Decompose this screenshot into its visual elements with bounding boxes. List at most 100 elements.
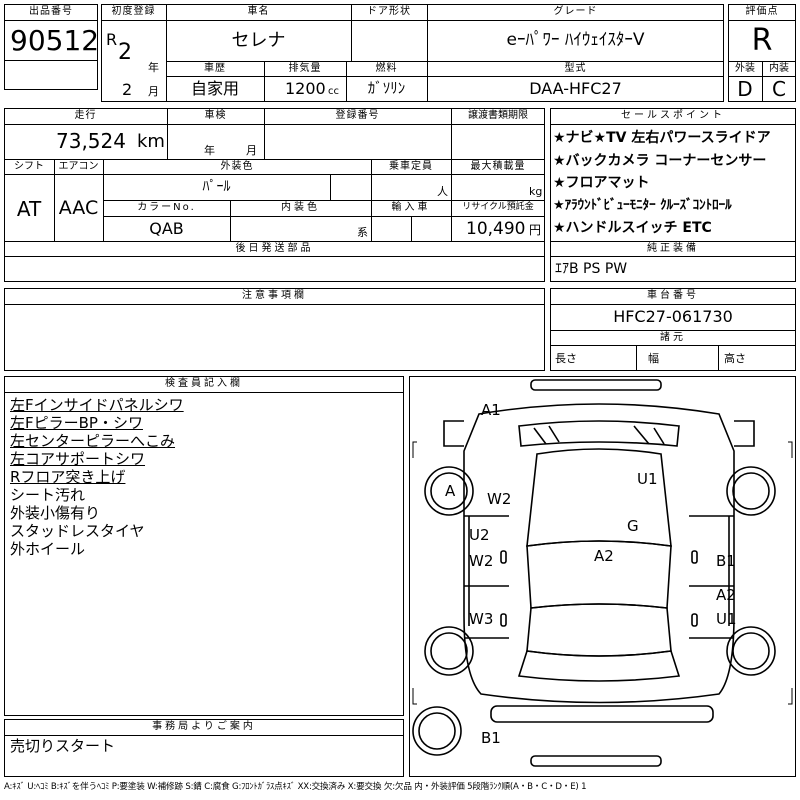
lot-number-label: 出品番号 (29, 6, 73, 17)
mileage-unit: km (137, 131, 165, 152)
inspection-label: 車検 (204, 110, 227, 121)
fuel-value: ｶﾞｿﾘﾝ (367, 79, 406, 97)
length-label: 長さ (555, 352, 577, 365)
car-diagram: A1 A W2 U1 G U2 W2 A2 B1 W3 A2 U1 B1 (412, 379, 793, 767)
sales-point-3: ★フロアマット (553, 175, 650, 191)
interior-score-label: 内装 (769, 63, 789, 74)
aircon-label: エアコン (58, 161, 99, 172)
detail-box (4, 108, 545, 282)
exterior-score-label: 外装 (735, 63, 755, 74)
dimensions-label: 諸元 (660, 332, 686, 343)
car-name-value: セレナ (231, 30, 286, 51)
score-value: R (751, 23, 773, 58)
inspector-remark: Rフロア突き上げ (10, 468, 126, 486)
inspector-remark: 外ホイール (10, 540, 86, 558)
fuel-label: 燃料 (375, 63, 398, 74)
inspector-remark: スタッドレスタイヤ (10, 522, 145, 540)
first-reg-label: 初度登録 (111, 6, 156, 17)
int-color-suffix: 系 (357, 226, 368, 239)
transfer-deadline-label: 譲渡書類期限 (468, 110, 528, 121)
inspector-remark: 外装小傷有り (10, 504, 101, 522)
era-value: R (106, 30, 118, 49)
mileage-label: 走行 (74, 110, 97, 121)
mark-w3-left: W3 (469, 610, 493, 628)
model-code-value: DAA-HFC27 (529, 79, 622, 98)
sales-point-4: ★ｱﾗｳﾝﾄﾞﾋﾞｭｰﾓﾆﾀｰ ｸﾙｰｽﾞｺﾝﾄﾛｰﾙ (553, 198, 732, 213)
inspector-remark: 左Fインサイドパネルシワ (10, 396, 184, 414)
inspector-remark: 左コアサポートシワ (10, 450, 146, 468)
color-no-label: カラーNo. (137, 202, 196, 213)
year-value: 2 (118, 40, 132, 65)
mark-w2-left: W2 (469, 552, 493, 570)
notes-label: 注意事項欄 (242, 290, 307, 301)
int-color-label: 内装色 (281, 202, 320, 213)
genuine-equipment-value: ｴｱB PS PW (555, 261, 628, 277)
mark-left-front-tire: A (445, 482, 456, 500)
mark-b1-bottom: B1 (481, 729, 501, 747)
vehicle-header-box (101, 4, 724, 102)
mark-u2-left: U2 (469, 526, 490, 544)
displacement-value: 1200 (285, 79, 326, 98)
history-value: 自家用 (190, 79, 239, 98)
inspector-remark: 左FピラーBP・シワ (10, 414, 143, 432)
plate-label: 登録番号 (335, 110, 380, 121)
mark-u1-hood: U1 (637, 470, 658, 488)
sales-point-5: ★ハンドルスイッチ ETC (553, 220, 712, 236)
recycle-fee-value: 10,490 (466, 219, 526, 239)
month-value: 2 (122, 80, 133, 99)
office-notice-box (4, 719, 404, 777)
mark-b1-right: B1 (716, 552, 736, 570)
chassis-no-label: 車台番号 (647, 290, 699, 301)
shift-value: AT (16, 197, 42, 221)
inspection-year-unit: 年 (204, 144, 215, 157)
import-label: 輸入車 (391, 202, 431, 213)
inspector-notes-box (4, 376, 404, 716)
notes-box (4, 288, 545, 371)
exterior-score-value: D (737, 77, 753, 101)
height-label: 高さ (724, 352, 746, 365)
inspector-remark: シート汚れ (10, 486, 86, 504)
sales-point-2: ★バックカメラ コーナーセンサー (553, 153, 767, 169)
mark-a2-roof: A2 (594, 547, 614, 565)
office-notice-label: 事務局よりご案内 (152, 721, 256, 732)
legend: A:ｷｽﾞ U:ﾍｺﾐ B:ｷｽﾞを伴うﾍｺﾐ P:要塗装 W:補修跡 S:錆 … (4, 782, 587, 792)
shift-label: シフト (14, 161, 44, 172)
sales-points-box (550, 108, 796, 282)
recycle-label: リサイクル預託金 (462, 202, 534, 212)
inspector-remarks-list: 左Fインサイドパネルシワ左FピラーBP・シワ左センターピラーへこみ左コアサポート… (10, 396, 390, 558)
year-unit: 年 (148, 61, 159, 74)
displacement-unit: cc (328, 86, 339, 97)
chassis-no-value: HFC27-061730 (613, 307, 733, 326)
max-load-label: 最大積載量 (470, 161, 526, 172)
aircon-value: AAC (58, 197, 99, 219)
later-parts-label: 後日発送部品 (235, 243, 314, 254)
damage-diagram-box (409, 376, 796, 777)
door-label: ドア形状 (367, 6, 411, 17)
history-label: 車歴 (204, 63, 226, 74)
max-load-unit: kg (529, 185, 543, 198)
mark-a2-right: A2 (716, 586, 736, 604)
model-code-label: 型式 (564, 63, 587, 74)
score-label: 評価点 (745, 6, 779, 17)
interior-score-value: C (772, 77, 786, 101)
capacity-label: 乗車定員 (389, 161, 433, 172)
chassis-box (550, 288, 796, 371)
inspection-month-unit: 月 (246, 144, 257, 157)
car-name-label: 車名 (247, 6, 270, 17)
mark-u1-right: U1 (716, 610, 737, 628)
grade-value: eｰﾊﾟﾜｰ ﾊｲｳｪｲｽﾀｰV (506, 30, 645, 50)
ext-color-label: 外装色 (220, 161, 254, 172)
lot-number-box (4, 4, 98, 90)
mark-g-windshield: G (627, 517, 639, 535)
recycle-fee-unit: 円 (529, 223, 542, 237)
grade-label: グレード (553, 6, 598, 17)
mileage-value: 73,524 (56, 129, 126, 153)
mark-top-a1: A1 (481, 401, 501, 419)
ext-color-value: ﾊﾟｰﾙ (202, 179, 231, 195)
sales-points-label: セールスポイント (621, 110, 725, 121)
inspector-notes-label: 検査員記入欄 (165, 378, 243, 389)
mark-w2-left-front: W2 (487, 490, 511, 508)
month-unit: 月 (148, 85, 159, 98)
office-message: 売切りスタート (10, 737, 116, 755)
genuine-equipment-label: 純正装備 (647, 243, 699, 254)
